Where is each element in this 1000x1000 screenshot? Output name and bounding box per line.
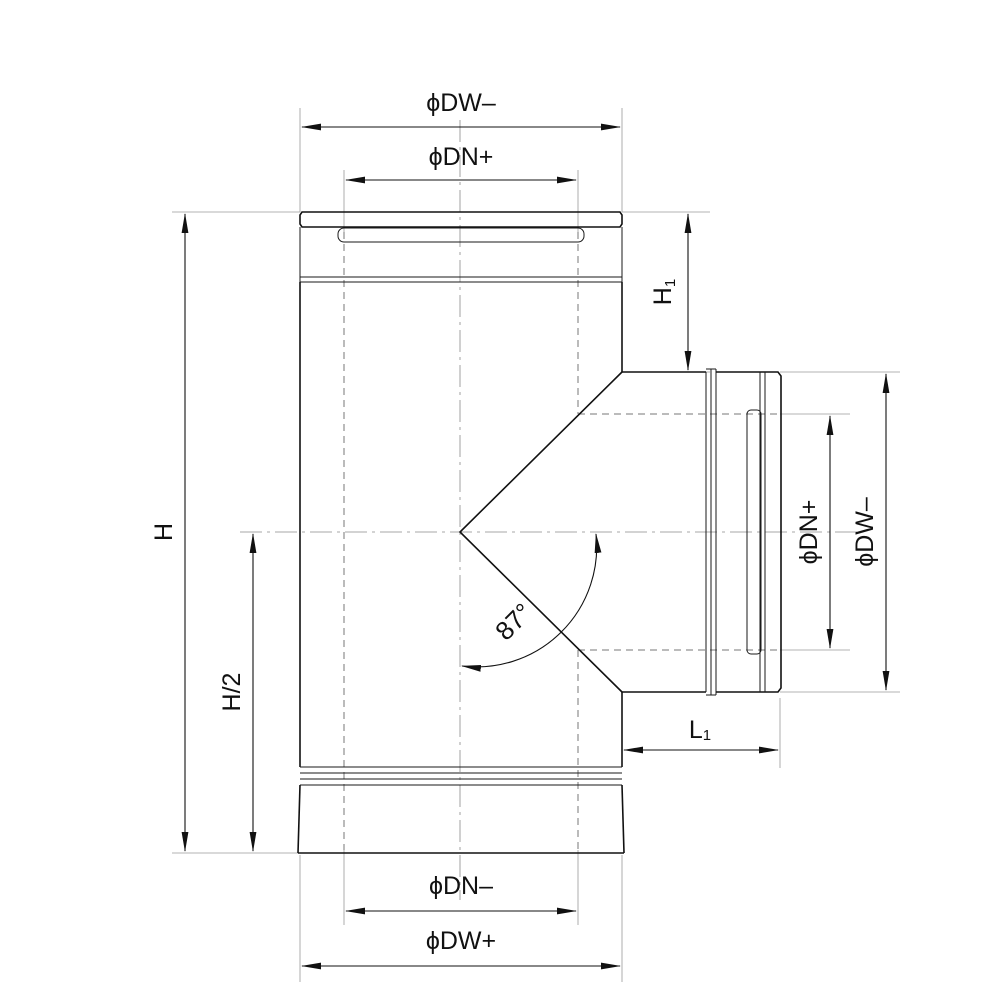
dim-angle-arc xyxy=(461,533,602,672)
branch-outline xyxy=(622,371,706,693)
label-angle: 87° xyxy=(489,597,538,646)
top-socket-rim xyxy=(299,211,623,228)
label-height: H xyxy=(150,523,178,541)
label-branch-height-sub: 1 xyxy=(662,279,679,287)
hidden-inner-lines xyxy=(343,232,780,850)
label-branch-length-sub: 1 xyxy=(703,727,711,744)
label-branch-inner-diameter: ϕDN+ xyxy=(795,500,823,565)
label-top-outer-diameter: ϕDW– xyxy=(426,89,496,117)
svg-text:H1: H1 xyxy=(649,279,679,305)
branch-seal-ring xyxy=(746,409,762,655)
label-branch-length: L1 xyxy=(689,716,711,744)
dimension-lines xyxy=(181,123,890,970)
tee-body xyxy=(297,211,782,854)
label-bottom-inner-diameter: ϕDN– xyxy=(429,872,493,900)
top-seal-ring xyxy=(337,227,585,243)
branch-socket-rim xyxy=(760,371,782,693)
label-branch-height-main: H xyxy=(649,287,677,305)
label-top-inner-diameter: ϕDN+ xyxy=(429,143,494,171)
label-branch-height: H1 xyxy=(649,279,679,305)
center-lines xyxy=(240,120,860,900)
label-branch-outer-diameter: ϕDW– xyxy=(851,497,879,567)
label-bottom-outer-diameter: ϕDW+ xyxy=(426,927,496,955)
labels: ϕDW– ϕDN+ ϕDN– ϕDW+ H H/2 H1 L1 ϕDN+ ϕDW… xyxy=(150,89,879,955)
label-branch-length-main: L xyxy=(689,716,703,744)
label-half-height: H/2 xyxy=(218,673,246,712)
extension-lines xyxy=(172,108,900,982)
